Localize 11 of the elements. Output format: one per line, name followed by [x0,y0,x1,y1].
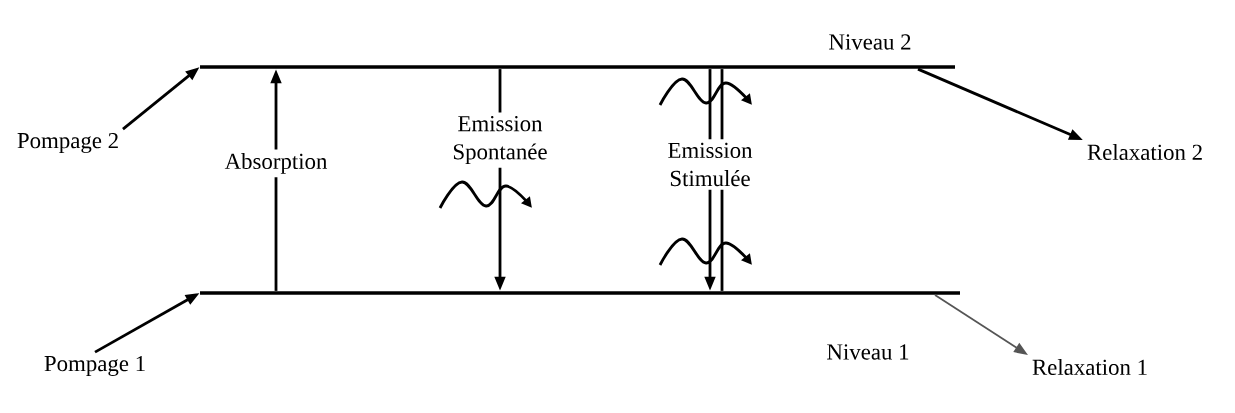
process-label: Pompage 1 [44,356,145,376]
edge-label: Emission Spontanée [439,112,561,168]
energy-level: Niveau 2 [200,34,955,69]
process-label: Pompage 2 [17,132,118,153]
edge-label: Absorption [215,149,338,178]
process-label: Relaxation 1 [1032,358,1147,375]
energy-level: Niveau 1 [200,291,960,360]
edge-label: Emission Stimulée [649,139,771,190]
node-label: Niveau 1 [827,344,909,360]
node-label: Niveau 2 [829,34,911,50]
process-label: Relaxation 2 [1087,143,1202,160]
